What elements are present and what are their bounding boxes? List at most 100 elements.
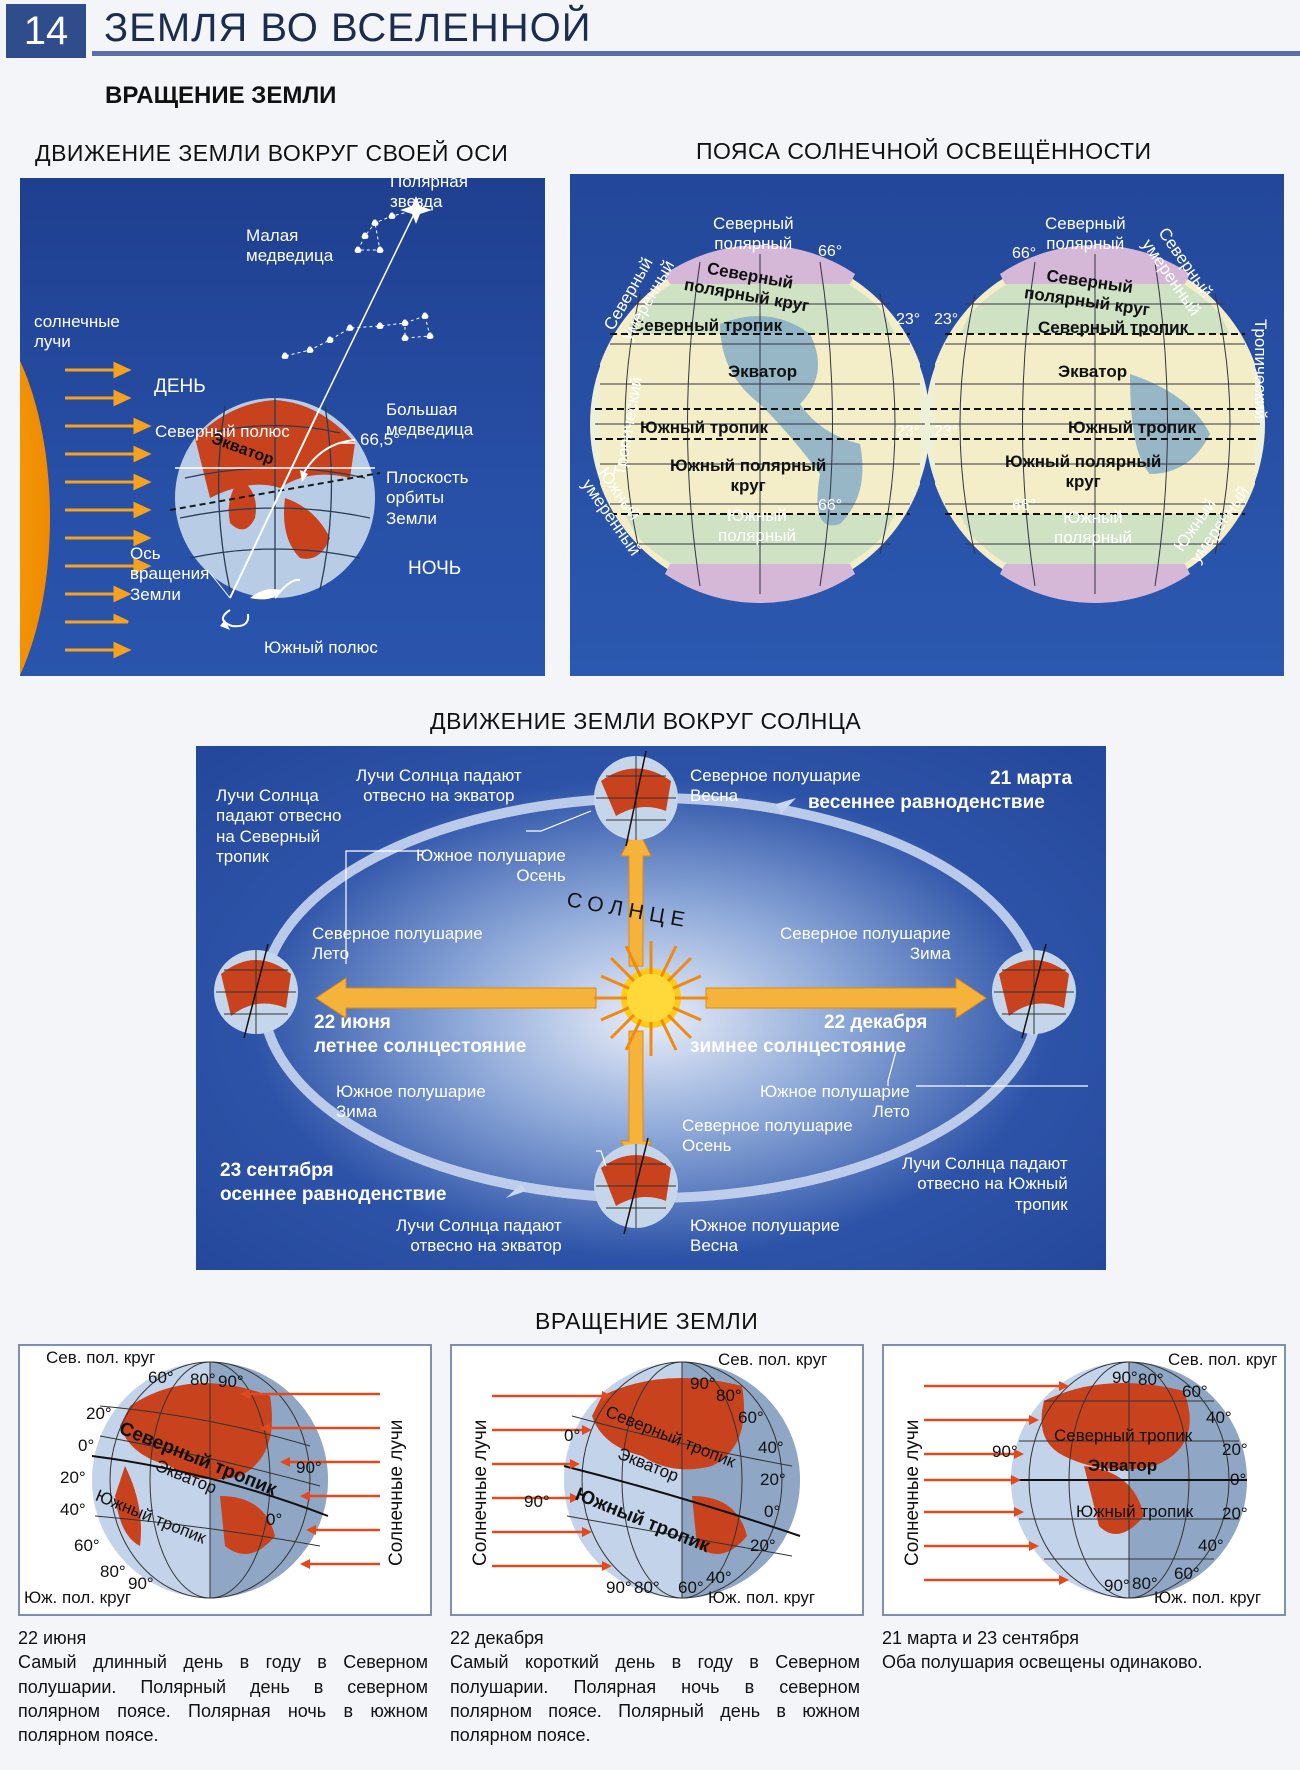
eq-south-circle-label: Юж. пол. круг bbox=[1154, 1588, 1262, 1607]
polaris-star bbox=[400, 196, 432, 224]
axis-to-polaris-line bbox=[319, 209, 417, 409]
illumination-globes bbox=[590, 244, 1265, 604]
eq-rays-label: Солнечные лучи bbox=[902, 1419, 923, 1566]
axis-panel-title: ДВИЖЕНИЕ ЗЕМЛИ ВОКРУГ СВОЕЙ ОСИ bbox=[35, 140, 509, 166]
june-d40: 40° bbox=[60, 1500, 86, 1519]
earth-december bbox=[992, 943, 1076, 1039]
eq-d80: 80° bbox=[1138, 1370, 1164, 1389]
june-d90-sun: 90° bbox=[296, 1458, 322, 1477]
zones-panel-title: ПОЯСА СОЛНЕЧНОЙ ОСВЕЩЁННОСТИ bbox=[696, 138, 1152, 164]
earth-axis bbox=[229, 407, 321, 599]
nh-summer-label: Северное полушарие Лето bbox=[312, 924, 483, 964]
june-d90: 90° bbox=[218, 1372, 244, 1391]
right-equator-label: Экватор bbox=[1058, 362, 1128, 381]
eq-south-tropic-label: Южный тропик bbox=[1076, 1502, 1194, 1521]
rotation-section-title: ВРАЩЕНИЕ ЗЕМЛИ bbox=[535, 1308, 759, 1334]
right-south-polar-label: Южный полярный bbox=[1054, 508, 1132, 548]
orbit-panel: Лучи Солнца падают отвесно на экватор Лу… bbox=[196, 746, 1106, 1270]
right-deg66-bottom: 66° bbox=[1012, 497, 1037, 514]
december-date-label: 22 декабря bbox=[824, 1012, 928, 1033]
eq-d40b: 40° bbox=[1198, 1536, 1224, 1555]
left-deg66-bottom: 66° bbox=[818, 497, 843, 514]
page-header-title: ЗЕМЛЯ ВО ВСЕЛЕННОЙ bbox=[104, 6, 592, 50]
callout-lines bbox=[345, 810, 1088, 1167]
eq-d90b: 90° bbox=[1104, 1576, 1130, 1595]
eq-d80b: 80° bbox=[1132, 1574, 1158, 1593]
sun-edge bbox=[20, 360, 50, 676]
north-pole-label: Северный полюс bbox=[155, 422, 290, 441]
dec-d0-left: 0° bbox=[564, 1426, 581, 1445]
dec-d60b: 60° bbox=[678, 1578, 704, 1597]
left-antarctic-circle-label: Южный полярный круг bbox=[670, 456, 827, 496]
left-tropic-cancer-label: Северный тропик bbox=[632, 316, 783, 335]
right-deg66-top: 66° bbox=[1012, 245, 1037, 262]
eq-d90: 90° bbox=[1112, 1368, 1138, 1387]
sun-ray-arrows bbox=[65, 361, 152, 659]
dec-north-circle-label: Сев. пол. круг bbox=[718, 1350, 828, 1369]
dec-d20b: 20° bbox=[750, 1536, 776, 1555]
nh-autumn-label: Северное полушарие Осень bbox=[682, 1116, 853, 1156]
eq-d20a: 20° bbox=[1222, 1440, 1248, 1459]
equinox-caption-text: Оба полушария освещены одинаково. bbox=[882, 1652, 1203, 1673]
eq-equator-label: Экватор bbox=[1088, 1456, 1158, 1475]
rays-equator-top-label: Лучи Солнца падают отвесно на экватор bbox=[356, 766, 522, 806]
ursa-minor-constellation bbox=[354, 209, 417, 254]
orbit-panel-title: ДВИЖЕНИЕ ЗЕМЛИ ВОКРУГ СОЛНЦА bbox=[430, 708, 862, 734]
june-caption-text: Самый длинный день в году в Северном пол… bbox=[18, 1652, 428, 1746]
rays-north-tropic-label: Лучи Солнца падают отвесно на Северный т… bbox=[216, 786, 342, 867]
sh-summer-label: Южное полушарие Лето bbox=[760, 1082, 910, 1122]
eq-d20b: 20° bbox=[1222, 1504, 1248, 1523]
rays-equator-bottom-label: Лучи Солнца падают отвесно на экватор bbox=[396, 1216, 562, 1256]
december-caption: 22 декабря Самый короткий день в году в … bbox=[450, 1626, 860, 1747]
dec-south-circle-label: Юж. пол. круг bbox=[708, 1588, 816, 1607]
june-rotation-box: Сев. пол. круг 60° 80° 90° 20° 0° 20° 40… bbox=[18, 1344, 432, 1616]
june-d20b: 20° bbox=[60, 1468, 86, 1487]
june-rays-label: Солнечные лучи bbox=[386, 1419, 407, 1566]
earth-september bbox=[594, 1137, 678, 1235]
eq-d60b: 60° bbox=[1174, 1564, 1200, 1583]
earth-march bbox=[594, 750, 678, 847]
right-tropic-capricorn-label: Южный тропик bbox=[1068, 418, 1197, 437]
left-deg23-bottom: 23° bbox=[896, 423, 921, 440]
nh-winter-label: Северное полушарие Зима bbox=[780, 924, 951, 964]
left-south-polar-label: Южный полярный bbox=[718, 506, 796, 546]
dec-d0: 0° bbox=[764, 1502, 781, 1521]
june-globe-diagram bbox=[91, 1361, 380, 1599]
day-label: ДЕНЬ bbox=[154, 376, 206, 397]
september-date-label: 23 сентября bbox=[220, 1160, 334, 1181]
june-caption: 22 июня Самый длинный день в году в Севе… bbox=[18, 1626, 428, 1747]
dec-d80b: 80° bbox=[634, 1578, 660, 1597]
june-caption-date: 22 июня bbox=[18, 1628, 87, 1648]
dec-d40b: 40° bbox=[706, 1568, 732, 1587]
left-north-polar-label: Северный полярный bbox=[713, 214, 794, 254]
june-event-label: летнее солнцестояние bbox=[314, 1036, 527, 1057]
axis-rotation-panel: Полярная звезда Малая медведица Большая … bbox=[20, 178, 545, 676]
june-d0-right: 0° bbox=[266, 1510, 283, 1529]
june-d80b: 80° bbox=[100, 1562, 126, 1581]
ursa-major-label: Большая медведица bbox=[386, 400, 474, 440]
june-d90b: 90° bbox=[128, 1574, 154, 1593]
right-antarctic-circle-label: Южный полярный круг bbox=[1005, 452, 1162, 492]
right-tropical-label: Тропический bbox=[1251, 319, 1270, 420]
sun-rays-label: солнечные лучи bbox=[34, 312, 120, 352]
illumination-zones-panel: Северный полярный 66° Северный полярный … bbox=[570, 174, 1284, 676]
ursa-major-constellation bbox=[281, 312, 434, 360]
left-deg66-top: 66° bbox=[818, 243, 843, 260]
left-deg23-top: 23° bbox=[896, 311, 921, 328]
right-deg23-top: 23° bbox=[934, 311, 959, 328]
page-number-badge: 14 bbox=[6, 4, 86, 58]
axis-rotation-diagram bbox=[20, 196, 434, 676]
dec-d40: 40° bbox=[758, 1438, 784, 1457]
june-d0: 0° bbox=[78, 1436, 95, 1455]
rays-south-tropic-label: Лучи Солнца падают отвесно на Южный троп… bbox=[902, 1154, 1068, 1214]
right-tropic-cancer-label: Северный тропик bbox=[1038, 318, 1189, 337]
sh-winter-label: Южное полушарие Зима bbox=[336, 1082, 486, 1122]
equinox-rotation-box: Сев. пол. круг 90° 80° 60° 40° 20° 0° 20… bbox=[882, 1344, 1286, 1616]
december-event-label: зимнее солнцестояние bbox=[690, 1036, 907, 1057]
axis-label: Ось вращения Земли bbox=[130, 544, 210, 604]
september-event-label: осеннее равноденствие bbox=[220, 1184, 447, 1205]
south-pole-label: Южный полюс bbox=[264, 638, 378, 657]
ursa-minor-label: Малая медведица bbox=[246, 226, 334, 266]
sh-autumn-label: Южное полушарие Осень bbox=[416, 846, 566, 886]
dec-d90: 90° bbox=[690, 1374, 716, 1393]
